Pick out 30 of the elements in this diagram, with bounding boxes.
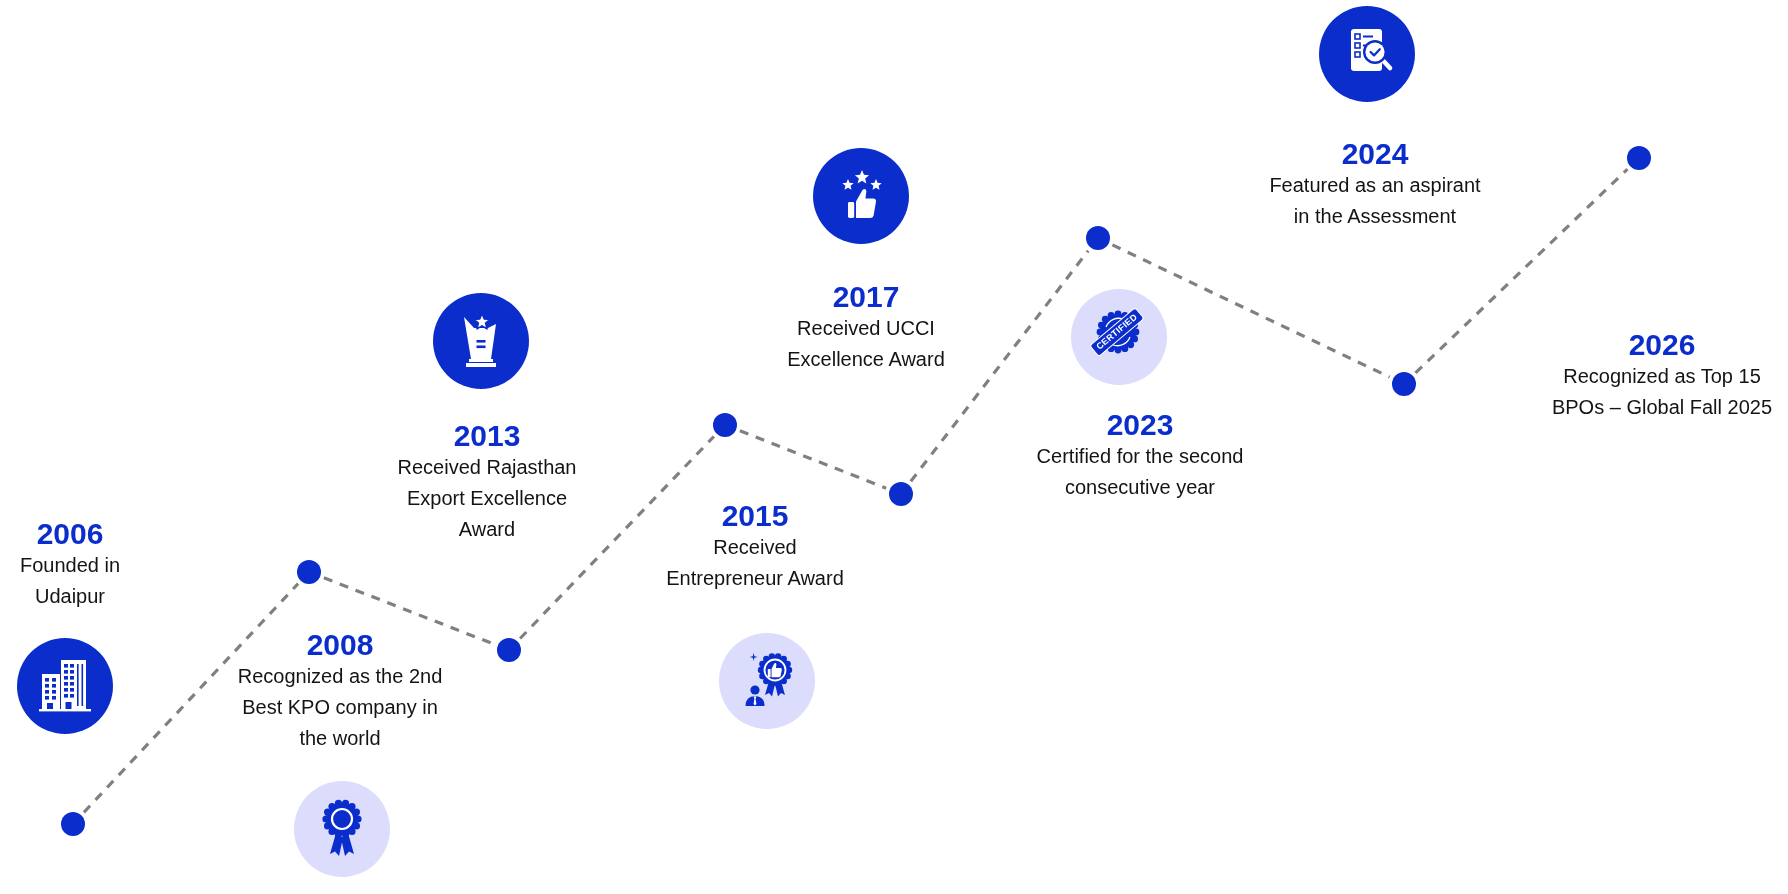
milestone-text: Certified for the second consecutive year xyxy=(1035,444,1245,500)
year-label: 2013 xyxy=(453,420,521,452)
dashed-connector xyxy=(82,582,300,814)
year-label: 2017 xyxy=(832,281,900,313)
dashed-connector xyxy=(1111,243,1391,379)
year-label: 2015 xyxy=(721,500,789,532)
milestone-text: Received Entrepreneur Award xyxy=(665,535,845,591)
timeline-dot xyxy=(1627,146,1651,170)
year-label: 2024 xyxy=(1341,138,1409,170)
timeline-dot xyxy=(1392,372,1416,396)
year-label: 2006 xyxy=(36,518,104,550)
timeline-dot xyxy=(713,413,737,437)
year-label: 2026 xyxy=(1628,329,1696,361)
year-label: 2023 xyxy=(1106,409,1174,441)
milestone-text: Recognized as Top 15 BPOs – Global Fall 2025 xyxy=(1550,364,1774,420)
timeline-dot xyxy=(497,638,521,662)
dashed-connector xyxy=(518,435,716,640)
timeline-dot xyxy=(1086,226,1110,250)
milestone-text: Received Rajasthan Export Excellence Award xyxy=(396,455,578,542)
dashed-connector xyxy=(909,249,1090,483)
timeline-dot xyxy=(889,482,913,506)
timeline-dot xyxy=(61,812,85,836)
year-label: 2008 xyxy=(306,629,374,661)
milestone-text: Received UCCI Excellence Award xyxy=(786,316,946,372)
dashed-connector xyxy=(1414,167,1629,375)
milestone-text: Featured as an aspirant in the Assessment xyxy=(1268,173,1482,229)
milestone-text: Recognized as the 2nd Best KPO company in the world xyxy=(236,664,444,751)
dashed-connector xyxy=(739,429,887,490)
milestone-text: Founded in Udaipur xyxy=(18,553,122,609)
timeline-dot xyxy=(297,560,321,584)
